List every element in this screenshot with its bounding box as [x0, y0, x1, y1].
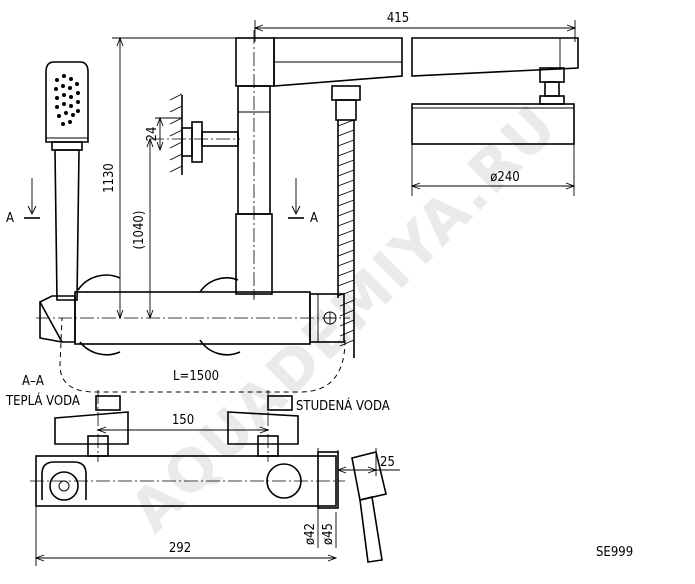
model-label: SE999	[596, 545, 633, 560]
dim-1130: 1130	[102, 36, 236, 320]
mixer-front	[36, 274, 350, 356]
dim-415: 415	[253, 11, 577, 42]
inlet-left	[54, 390, 129, 462]
cold-water-label: STUDENÁ VODA	[296, 398, 390, 414]
section-arrow-left: A	[6, 178, 40, 226]
shower-hose	[331, 85, 361, 358]
dim-42-label: ø42	[303, 523, 318, 545]
section-arrow-right: A	[288, 178, 318, 226]
rain-shower-head: ø240	[410, 37, 579, 196]
section-right-label: A	[310, 211, 318, 226]
dim-1130-label: 1130	[102, 163, 117, 193]
dim-415-label: 415	[387, 11, 409, 26]
hose-length-label: L=1500	[173, 369, 219, 384]
dim-45-label: ø45	[321, 523, 336, 545]
warm-water-label: TEPLÁ VODA	[5, 393, 80, 409]
dim-150-label: 150	[172, 413, 194, 428]
mixer-section	[30, 448, 387, 563]
dim-240-label: ø240	[490, 170, 519, 185]
dim-25: 25	[336, 448, 400, 476]
section-view-label: A–A	[22, 374, 44, 389]
shower-arm	[235, 37, 403, 87]
wall-bracket: 24	[145, 93, 240, 175]
riser-pipe	[235, 30, 273, 300]
shower-head-holes-icon	[54, 74, 80, 126]
dim-292: 292	[34, 506, 338, 566]
dim-1040-label: (1040)	[132, 211, 147, 250]
dim-292-label: 292	[169, 541, 191, 556]
dim-150: 150	[96, 413, 270, 434]
dim-diameters: ø42 ø45	[303, 512, 337, 548]
section-left-label: A	[6, 211, 14, 226]
hand-shower	[45, 61, 89, 301]
dim-24-label: 24	[145, 127, 160, 142]
dim-25-label: 25	[380, 455, 395, 470]
dim-1040: (1040)	[132, 137, 154, 320]
